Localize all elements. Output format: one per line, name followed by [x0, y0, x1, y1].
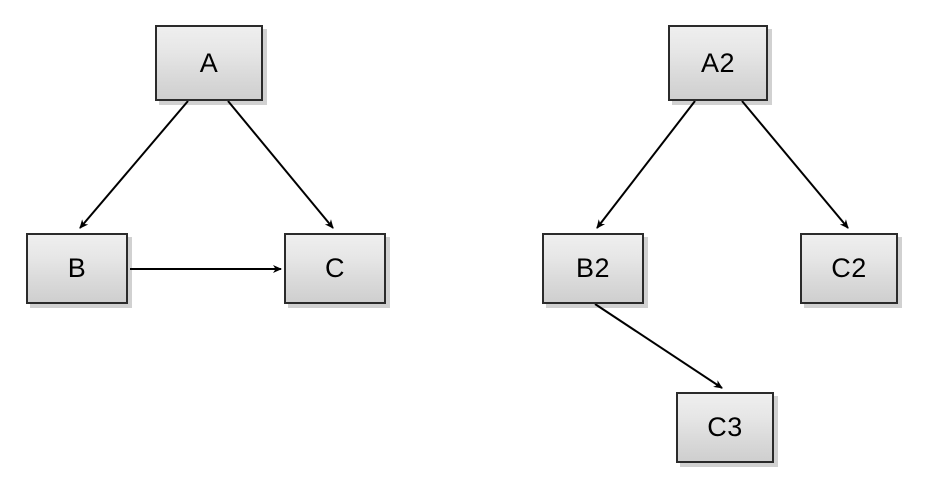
- node-b2[interactable]: B2: [542, 233, 644, 304]
- node-b2-label: B2: [575, 253, 611, 283]
- edge-a2-b2: [596, 100, 696, 229]
- edge-a-c: [227, 100, 334, 229]
- node-a[interactable]: A: [155, 25, 263, 101]
- node-b-label: B: [67, 253, 87, 283]
- node-a-label: A: [199, 47, 219, 78]
- edge-a-b: [79, 100, 189, 229]
- node-a2[interactable]: A2: [668, 25, 768, 101]
- node-a2-label: A2: [700, 47, 736, 78]
- node-c-label: C: [325, 253, 345, 283]
- node-c2[interactable]: C2: [800, 233, 898, 304]
- node-c3-label: C3: [707, 412, 743, 442]
- node-b[interactable]: B: [26, 233, 128, 304]
- node-c2-label: C2: [831, 253, 867, 283]
- node-c3[interactable]: C3: [676, 392, 774, 463]
- node-c[interactable]: C: [284, 233, 386, 304]
- edge-a2-c2: [741, 100, 849, 229]
- edge-b2-c3: [594, 303, 723, 389]
